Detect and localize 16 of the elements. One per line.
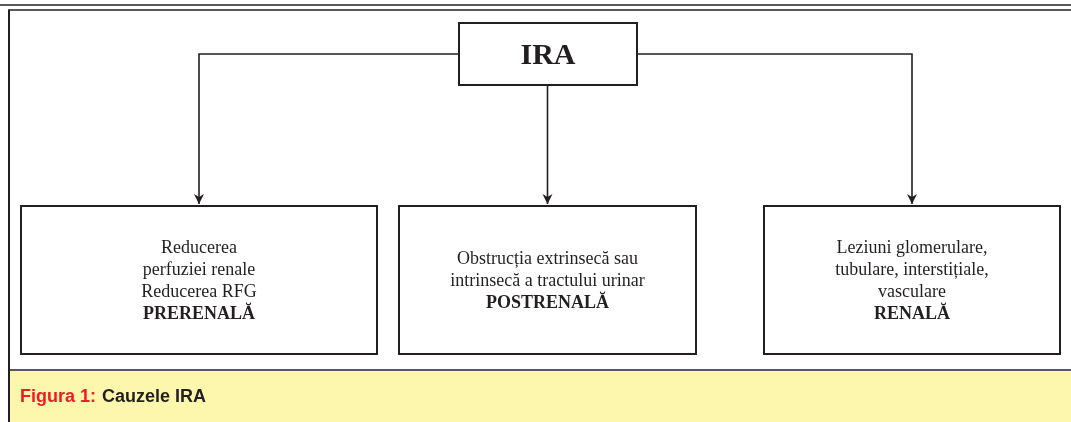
root-box [458, 22, 638, 86]
figure-number: Figura 1: [20, 386, 96, 407]
category-box [763, 205, 1061, 355]
category-box [20, 205, 378, 355]
category-title: RENALĂ [874, 302, 950, 324]
category-box [398, 205, 697, 355]
category-title: POSTRENALĂ [486, 291, 609, 313]
description-text: Reducerea perfuziei renale Reducerea RFG [140, 236, 258, 302]
arrow [637, 53, 917, 205]
category-title: PRERENALĂ [143, 302, 255, 324]
heading-text: IRA [520, 37, 576, 71]
arrow [194, 53, 459, 205]
caption-text: Cauzele IRA [102, 386, 207, 407]
arrow [542, 85, 553, 205]
description-text: Leziuni glomerulare, tubulare, interstițiale, vasculare [834, 236, 990, 302]
description-text: Obstrucția extrinsecă sau intrinsecă a tractului urinar [449, 247, 646, 291]
